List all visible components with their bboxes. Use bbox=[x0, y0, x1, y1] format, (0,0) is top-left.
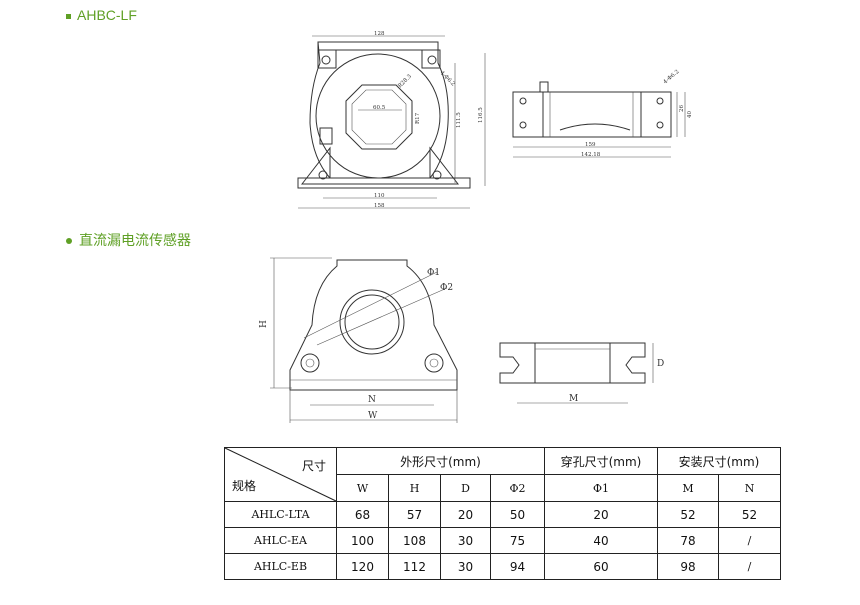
value-cell: 40 bbox=[544, 527, 658, 554]
header-outline-group: 外形尺寸(mm) bbox=[336, 447, 545, 475]
header-hole-group: 穿孔尺寸(mm) bbox=[544, 447, 658, 475]
dim-label: 110 bbox=[374, 193, 385, 199]
dim-label: 128 bbox=[374, 31, 385, 37]
dim-label: 111.5 bbox=[456, 112, 462, 128]
value-cell: 50 bbox=[490, 501, 545, 528]
value-cell: 78 bbox=[657, 527, 719, 554]
value-cell: 52 bbox=[718, 501, 781, 528]
dim-label: R28.3 bbox=[397, 73, 413, 89]
dim-label-n: N bbox=[368, 395, 376, 405]
dim-label-m: M bbox=[569, 394, 578, 404]
col-header: W bbox=[336, 474, 389, 502]
dim-label: 159 bbox=[585, 142, 596, 148]
value-cell: / bbox=[718, 553, 781, 580]
value-cell: 120 bbox=[336, 553, 389, 580]
dim-label: 4-Φ6.2 bbox=[439, 70, 456, 87]
value-cell: 98 bbox=[657, 553, 719, 580]
dim-label: 26 bbox=[679, 105, 685, 112]
value-cell: 94 bbox=[490, 553, 545, 580]
ahbc-front-view-drawing: 128 60.5 R28.3 R17 111.5 116.5 4-Φ6.2 11… bbox=[297, 31, 486, 209]
dim-label-d: D bbox=[657, 359, 664, 369]
dim-label-phi1: Φ1 bbox=[427, 268, 440, 278]
dim-label: 116.5 bbox=[478, 107, 484, 123]
col-header: H bbox=[388, 474, 441, 502]
dim-label: 60.5 bbox=[373, 105, 386, 111]
dim-label: 4-Φ6.2 bbox=[662, 69, 680, 86]
value-cell: 100 bbox=[336, 527, 389, 554]
dim-label: 40 bbox=[687, 111, 693, 118]
table-row: AHLC-EA 100 108 30 75 40 78 / bbox=[224, 527, 781, 554]
header-model: 规格 bbox=[232, 479, 257, 493]
dim-label-w: W bbox=[368, 411, 378, 421]
value-cell: 75 bbox=[490, 527, 545, 554]
section-title-ahbc: AHBC-LF bbox=[66, 7, 137, 23]
col-header: M bbox=[657, 474, 719, 502]
diagonal-line bbox=[224, 447, 337, 502]
value-cell: 57 bbox=[388, 501, 441, 528]
col-header: N bbox=[718, 474, 781, 502]
value-cell: 60 bbox=[544, 553, 658, 580]
header-install-group: 安装尺寸(mm) bbox=[657, 447, 781, 475]
dim-label-phi2: Φ2 bbox=[440, 283, 453, 293]
dim-label: 142.18 bbox=[581, 152, 601, 158]
col-header: D bbox=[440, 474, 491, 502]
bullet-icon bbox=[66, 13, 71, 19]
value-cell: 108 bbox=[388, 527, 441, 554]
dim-label-h: H bbox=[259, 320, 269, 328]
section-title-text: 直流漏电流传感器 bbox=[79, 232, 191, 248]
value-cell: 68 bbox=[336, 501, 389, 528]
value-cell: 52 bbox=[657, 501, 719, 528]
value-cell: 112 bbox=[388, 553, 441, 580]
col-header: Φ2 bbox=[490, 474, 545, 502]
model-cell: AHLC-LTA bbox=[224, 501, 337, 528]
value-cell: 20 bbox=[544, 501, 658, 528]
value-cell: 30 bbox=[440, 527, 491, 554]
dc-sensor-front-view-drawing: H Φ1 Φ2 N W bbox=[259, 257, 458, 423]
dim-label: 158 bbox=[374, 203, 385, 209]
dc-sensor-side-view-drawing: D M bbox=[499, 342, 664, 404]
section-title-dc: 直流漏电流传感器 bbox=[66, 230, 191, 250]
value-cell: / bbox=[718, 527, 781, 554]
spec-table: 尺寸 规格 外形尺寸(mm) 穿孔尺寸(mm) 安装尺寸(mm) W H D Φ… bbox=[224, 447, 781, 580]
table-corner-header: 尺寸 规格 bbox=[224, 447, 337, 502]
col-header: Φ1 bbox=[544, 474, 658, 502]
model-cell: AHLC-EA bbox=[224, 527, 337, 554]
model-cell: AHLC-EB bbox=[224, 553, 337, 580]
table-row: AHLC-EB 120 112 30 94 60 98 / bbox=[224, 553, 781, 580]
dim-label: R17 bbox=[415, 112, 421, 124]
bullet-icon bbox=[66, 238, 72, 245]
value-cell: 20 bbox=[440, 501, 491, 528]
table-row: AHLC-LTA 68 57 20 50 20 52 52 bbox=[224, 501, 781, 528]
ahbc-side-view-drawing: 159 142.18 26 40 4-Φ6.2 bbox=[512, 69, 693, 158]
header-size: 尺寸 bbox=[301, 459, 326, 473]
value-cell: 30 bbox=[440, 553, 491, 580]
section-title-text: AHBC-LF bbox=[77, 7, 137, 23]
